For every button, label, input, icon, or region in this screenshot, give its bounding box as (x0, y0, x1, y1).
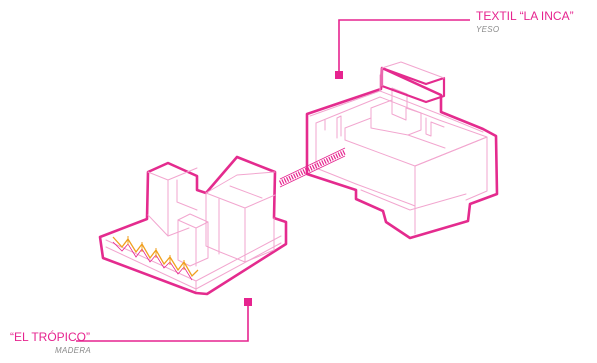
wood-hatch-pattern (112, 236, 199, 281)
square-marker-icon (244, 298, 252, 306)
hatched-bridge-connector (278, 147, 347, 188)
el-tropico-outline (98, 155, 288, 296)
label-textil-la-inca: TEXTIL “LA INCA” (476, 9, 574, 23)
leader-el-tropico (76, 298, 252, 342)
leader-la-inca (335, 19, 470, 79)
la-inca-block (305, 61, 499, 240)
la-inca-outline (305, 66, 499, 240)
el-tropico-block (98, 155, 288, 296)
label-el-tropico: “EL TRÓPICO” (10, 330, 91, 344)
label-material-madera: MADERA (55, 346, 92, 355)
square-marker-icon (335, 71, 343, 79)
label-material-yeso: YESO (476, 25, 500, 34)
